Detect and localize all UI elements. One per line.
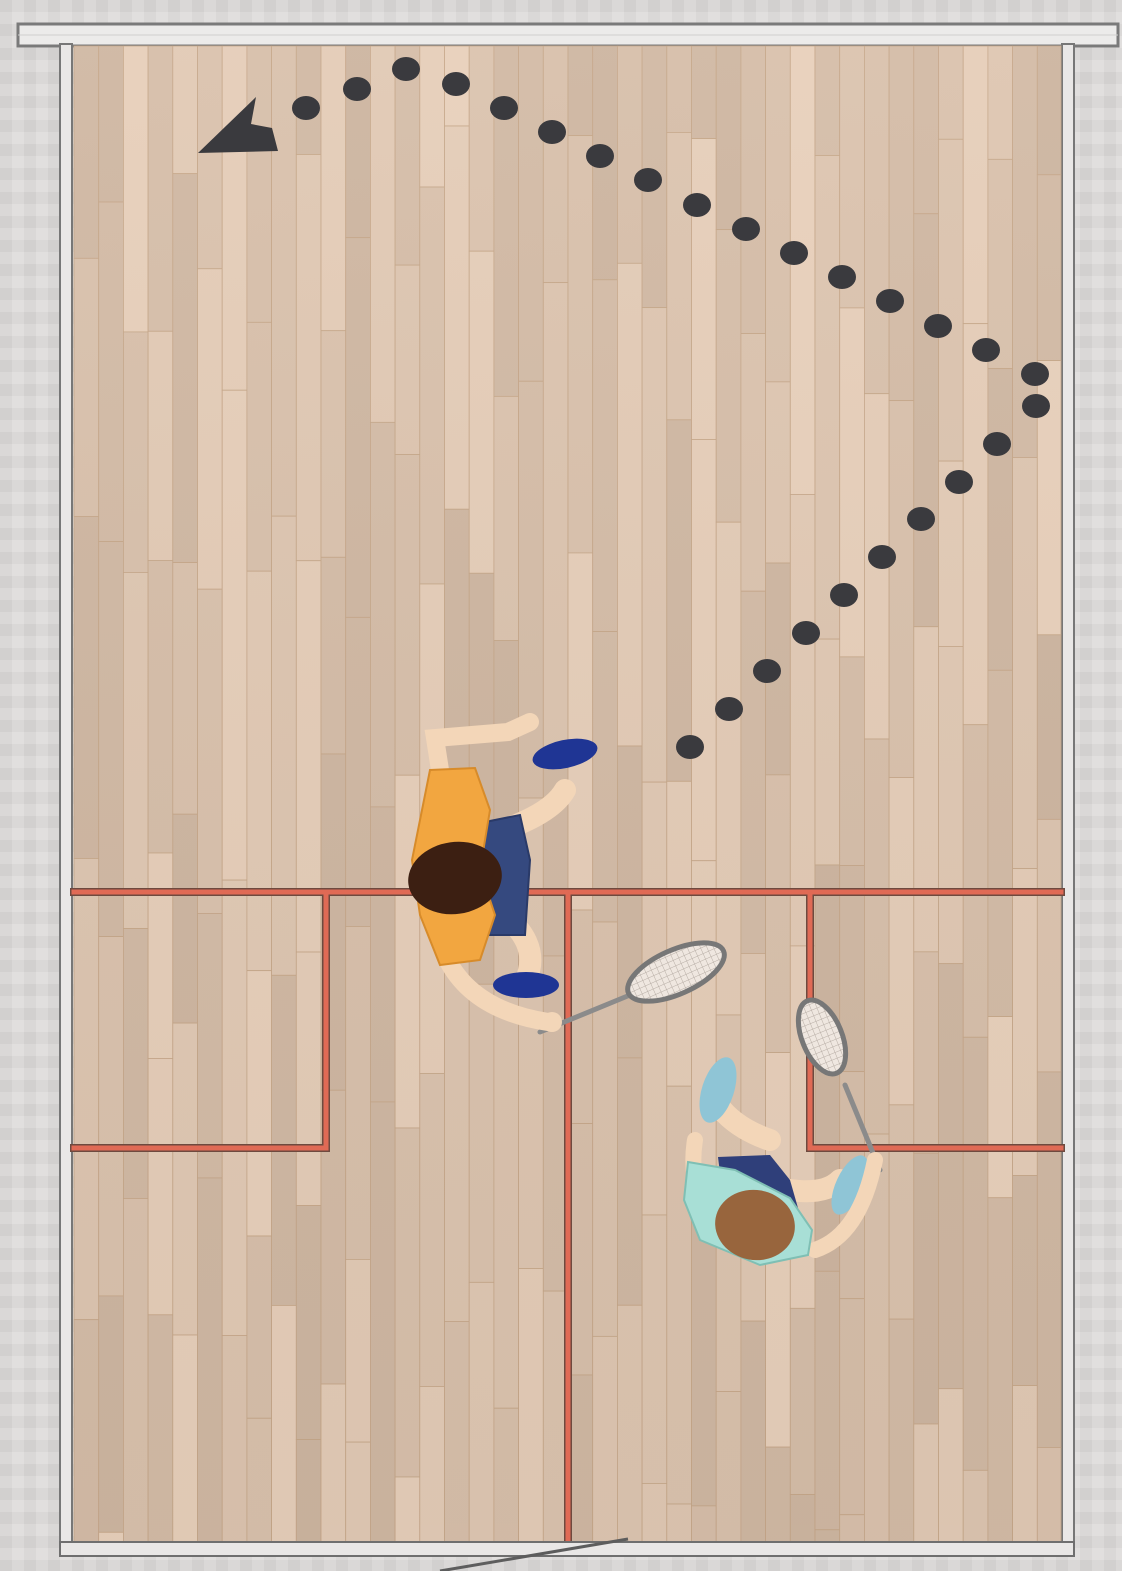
- ball-path-dot: [1022, 394, 1050, 418]
- ball-path-dot: [868, 545, 896, 569]
- ball-path-dot: [442, 72, 470, 96]
- ball-path-dot: [876, 289, 904, 313]
- ball-path-dot: [792, 621, 820, 645]
- ball-path-dot: [392, 57, 420, 81]
- ball-path-dot: [907, 507, 935, 531]
- ball-path-dot: [830, 583, 858, 607]
- ball-path-dot: [972, 338, 1000, 362]
- ball-path-dot: [753, 659, 781, 683]
- ball-path-dot: [945, 470, 973, 494]
- ball-path-dot: [634, 168, 662, 192]
- ball-path-dot: [292, 96, 320, 120]
- right-wall: [1062, 44, 1074, 1556]
- ball-path-dot: [924, 314, 952, 338]
- ball-path-dot: [983, 432, 1011, 456]
- ball-path-dot: [343, 77, 371, 101]
- ball-path-dot: [683, 193, 711, 217]
- left-wall: [60, 44, 72, 1556]
- ball-path-dot: [715, 697, 743, 721]
- ball-path-dot: [676, 735, 704, 759]
- ball-path-dot: [490, 96, 518, 120]
- ball-path-dot: [828, 265, 856, 289]
- ball-path-dot: [780, 241, 808, 265]
- front-wall: [18, 24, 1118, 46]
- ball-path-dot: [1021, 362, 1049, 386]
- ball-path-dot: [586, 144, 614, 168]
- ball-path-dot: [538, 120, 566, 144]
- ball-path-dot: [732, 217, 760, 241]
